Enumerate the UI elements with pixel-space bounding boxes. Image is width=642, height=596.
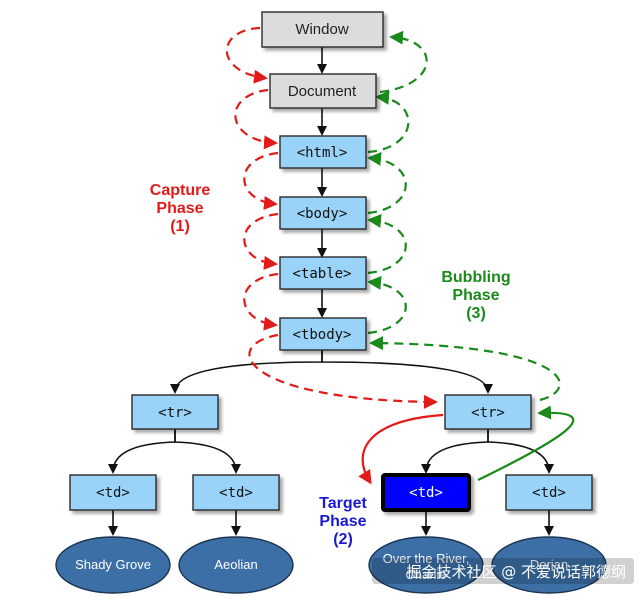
node-tbody-label: <tbody> bbox=[292, 327, 351, 343]
leaf-dorian-label: Dorian bbox=[530, 557, 568, 572]
node-tr-right: <tr> bbox=[444, 394, 532, 430]
node-table-label: <table> bbox=[292, 266, 351, 282]
node-table: <table> bbox=[279, 256, 367, 290]
node-td-4-label: <td> bbox=[532, 485, 566, 501]
node-tbody: <tbody> bbox=[279, 317, 367, 351]
node-td-2: <td> bbox=[192, 474, 280, 511]
capture-label-line2: Phase bbox=[156, 200, 203, 217]
target-label-line2: Phase bbox=[319, 513, 366, 530]
node-td-4: <td> bbox=[505, 474, 593, 511]
leaf-over-the-river: Over the River, Charlie bbox=[368, 536, 484, 594]
node-window-label: Window bbox=[295, 21, 349, 38]
tree-edges bbox=[108, 47, 554, 536]
watermark-text: 掘金技术社区 @ 不爱说话郭德纲 bbox=[406, 563, 626, 581]
capture-phase-label: Capture Phase (1) bbox=[150, 182, 211, 235]
target-phase-arrows bbox=[358, 405, 575, 485]
node-td-target-label: <td> bbox=[409, 485, 443, 501]
leaf-dorian: Dorian bbox=[491, 536, 607, 594]
node-tr-left: <tr> bbox=[131, 394, 219, 430]
target-phase-label: Target Phase (2) bbox=[319, 495, 367, 548]
capture-phase-arrows bbox=[225, 26, 438, 409]
bubbling-label-line1: Bubbling bbox=[441, 269, 510, 286]
leaf-over-the-river-line1: Over the River, bbox=[383, 551, 470, 566]
bubbling-label-line3: (3) bbox=[466, 305, 486, 322]
watermark: 掘金技术社区 @ 不爱说话郭德纲 bbox=[372, 558, 634, 584]
leaf-shady-grove-label: Shady Grove bbox=[75, 557, 151, 572]
leaf-aeolian: Aeolian bbox=[178, 536, 294, 594]
node-html-label: <html> bbox=[297, 145, 348, 161]
node-html: <html> bbox=[279, 135, 367, 169]
node-td-target: <td> bbox=[381, 473, 471, 512]
node-document: Document bbox=[269, 73, 377, 109]
node-document-label: Document bbox=[288, 83, 357, 100]
node-td-2-label: <td> bbox=[219, 485, 253, 501]
target-label-line3: (2) bbox=[333, 531, 353, 548]
capture-label-line3: (1) bbox=[170, 218, 190, 235]
node-window: Window bbox=[261, 11, 384, 48]
node-td-1-label: <td> bbox=[96, 485, 130, 501]
target-label-line1: Target bbox=[319, 495, 367, 512]
bubbling-phase-label: Bubbling Phase (3) bbox=[441, 269, 510, 322]
node-tr-left-label: <tr> bbox=[158, 405, 192, 421]
node-body: <body> bbox=[279, 196, 367, 230]
node-body-label: <body> bbox=[297, 206, 348, 222]
capture-label-line1: Capture bbox=[150, 182, 211, 199]
leaf-shady-grove: Shady Grove bbox=[55, 536, 171, 594]
leaf-aeolian-label: Aeolian bbox=[214, 557, 257, 572]
bubbling-phase-arrows bbox=[367, 30, 561, 402]
bubbling-label-line2: Phase bbox=[452, 287, 499, 304]
leaf-over-the-river-line2: Charlie bbox=[405, 567, 446, 582]
node-tr-right-label: <tr> bbox=[471, 405, 505, 421]
node-td-1: <td> bbox=[69, 474, 157, 511]
